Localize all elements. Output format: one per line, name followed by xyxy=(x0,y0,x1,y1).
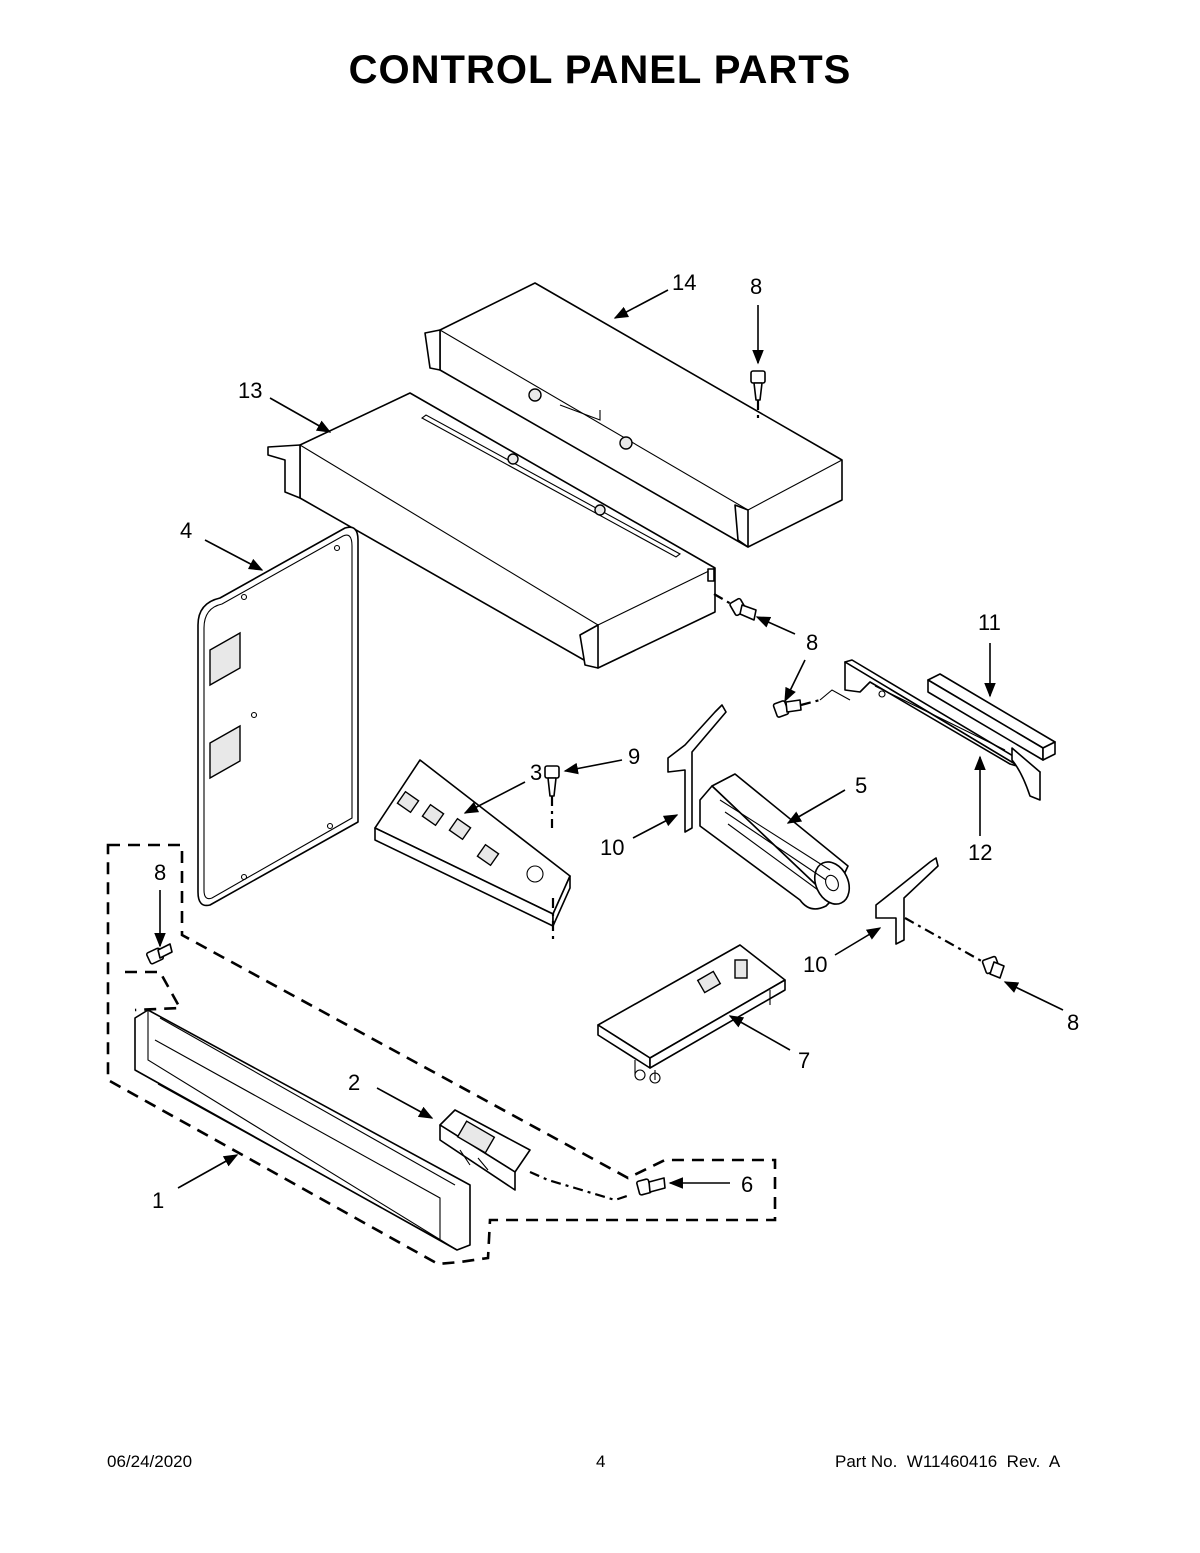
callout-14: 14 xyxy=(672,270,696,295)
part-4-side-panel xyxy=(197,526,359,907)
part-12-bracket xyxy=(844,659,1041,801)
part-2-display-board xyxy=(439,1109,531,1191)
part-10-bracket-lower xyxy=(875,857,986,964)
part-8-screw-top xyxy=(750,370,766,420)
callout-4: 4 xyxy=(180,518,192,543)
part-1-trim xyxy=(134,1009,471,1251)
part-3-control-board xyxy=(374,759,571,942)
part-8-screw-mid xyxy=(713,593,757,621)
callout-3: 3 xyxy=(530,760,542,785)
callout-10: 10 xyxy=(803,952,827,977)
part-5-blower xyxy=(699,773,851,910)
callout-labels: 14 8 13 4 11 8 3 9 5 10 12 8 10 8 7 2 6 … xyxy=(152,270,1079,1213)
callout-8: 8 xyxy=(806,630,818,655)
part-8-screw-lower-right xyxy=(981,955,1005,979)
part-8-screw-left xyxy=(145,943,173,965)
part-14-shield xyxy=(424,282,843,548)
footer-date: 06/24/2020 xyxy=(107,1452,193,1471)
assembly-dashed-outline xyxy=(106,843,777,1266)
part-10-bracket-upper xyxy=(667,704,727,833)
callout-8: 8 xyxy=(750,274,762,299)
part-8-screw-bracket xyxy=(772,689,851,718)
callout-11: 11 xyxy=(978,610,1001,635)
leader-arrows xyxy=(154,289,1064,1189)
page-title: CONTROL PANEL PARTS xyxy=(348,48,852,92)
callout-8: 8 xyxy=(154,860,166,885)
callout-7: 7 xyxy=(798,1048,810,1073)
callout-5: 5 xyxy=(855,773,867,798)
callout-12: 12 xyxy=(968,840,992,865)
callout-10: 10 xyxy=(600,835,624,860)
callout-9: 9 xyxy=(628,744,640,769)
part-11-strip xyxy=(927,673,1056,761)
callout-13: 13 xyxy=(238,378,262,403)
part-6-screw xyxy=(636,1177,666,1196)
footer-part-number: Part No. W11460416 Rev. A xyxy=(835,1452,1061,1471)
footer-page-number: 4 xyxy=(596,1452,606,1471)
callout-8: 8 xyxy=(1067,1010,1079,1035)
part-7-power-board xyxy=(597,944,786,1084)
callout-1: 1 xyxy=(152,1188,164,1213)
callout-2: 2 xyxy=(348,1070,360,1095)
callout-6: 6 xyxy=(741,1172,753,1197)
part-13-panel-top xyxy=(267,392,716,669)
part-9-screw xyxy=(544,765,560,828)
